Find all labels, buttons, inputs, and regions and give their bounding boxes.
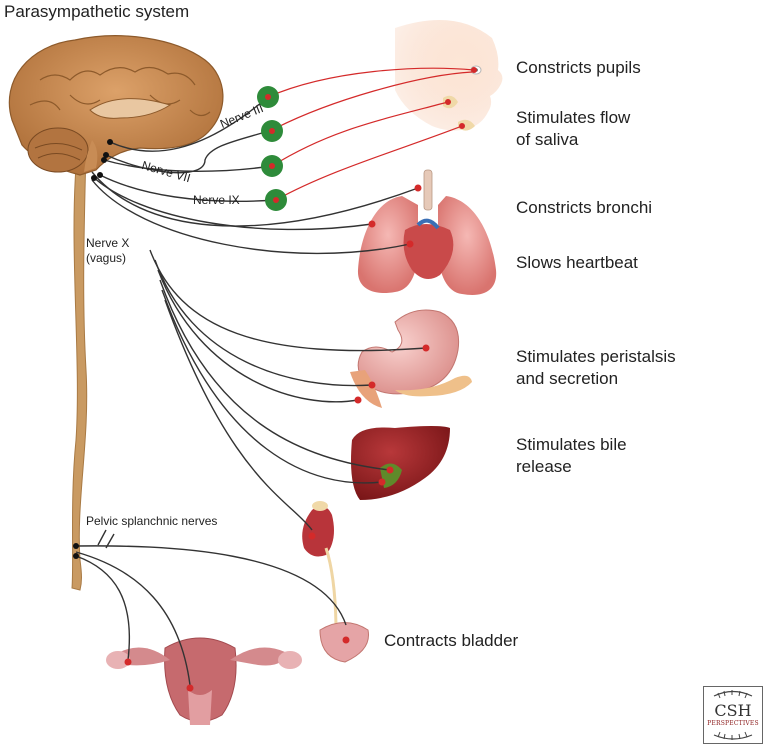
logo-subtext: PERSPECTIVES bbox=[707, 720, 759, 727]
target-terminals bbox=[124, 67, 477, 692]
effect-pupils: Constricts pupils bbox=[516, 58, 641, 77]
uterus bbox=[106, 637, 302, 725]
csh-perspectives-logo: CSH PERSPECTIVES bbox=[703, 686, 763, 744]
label-nerve-x-vagus: (vagus) bbox=[86, 251, 127, 265]
label-pelvic-splanchnic: Pelvic splanchnic nerves bbox=[86, 514, 218, 528]
lungs-heart bbox=[357, 169, 497, 295]
effect-peristalsis-line2: and secretion bbox=[516, 369, 619, 388]
label-nerve-x: Nerve X bbox=[86, 236, 130, 250]
liver bbox=[351, 426, 450, 500]
ganglia bbox=[257, 86, 287, 211]
stomach bbox=[350, 309, 472, 408]
nerve-origins bbox=[73, 139, 113, 559]
effect-bladder: Contracts bladder bbox=[384, 631, 519, 650]
effect-heart: Slows heartbeat bbox=[516, 253, 638, 272]
label-nerve-ix: Nerve IX bbox=[193, 193, 240, 207]
postganglionic-nerves bbox=[267, 67, 475, 201]
effect-peristalsis-line1: Stimulates peristalsis bbox=[516, 347, 676, 366]
effect-saliva-line2: of saliva bbox=[516, 130, 579, 149]
kidney bbox=[302, 501, 338, 626]
diagram-title: Parasympathetic system bbox=[4, 2, 190, 21]
logo-text: CSH bbox=[714, 701, 752, 720]
brain bbox=[8, 35, 224, 176]
spinal-cord bbox=[71, 149, 88, 591]
head-illustration bbox=[395, 20, 503, 131]
dna-helix-icon bbox=[713, 690, 753, 740]
effect-bronchi: Constricts bronchi bbox=[516, 198, 653, 217]
effect-bile-line1: Stimulates bile bbox=[516, 435, 627, 454]
preganglionic-nerves bbox=[75, 96, 427, 686]
effect-saliva-line1: Stimulates flow bbox=[516, 108, 631, 127]
effect-bile-line2: release bbox=[516, 457, 572, 476]
